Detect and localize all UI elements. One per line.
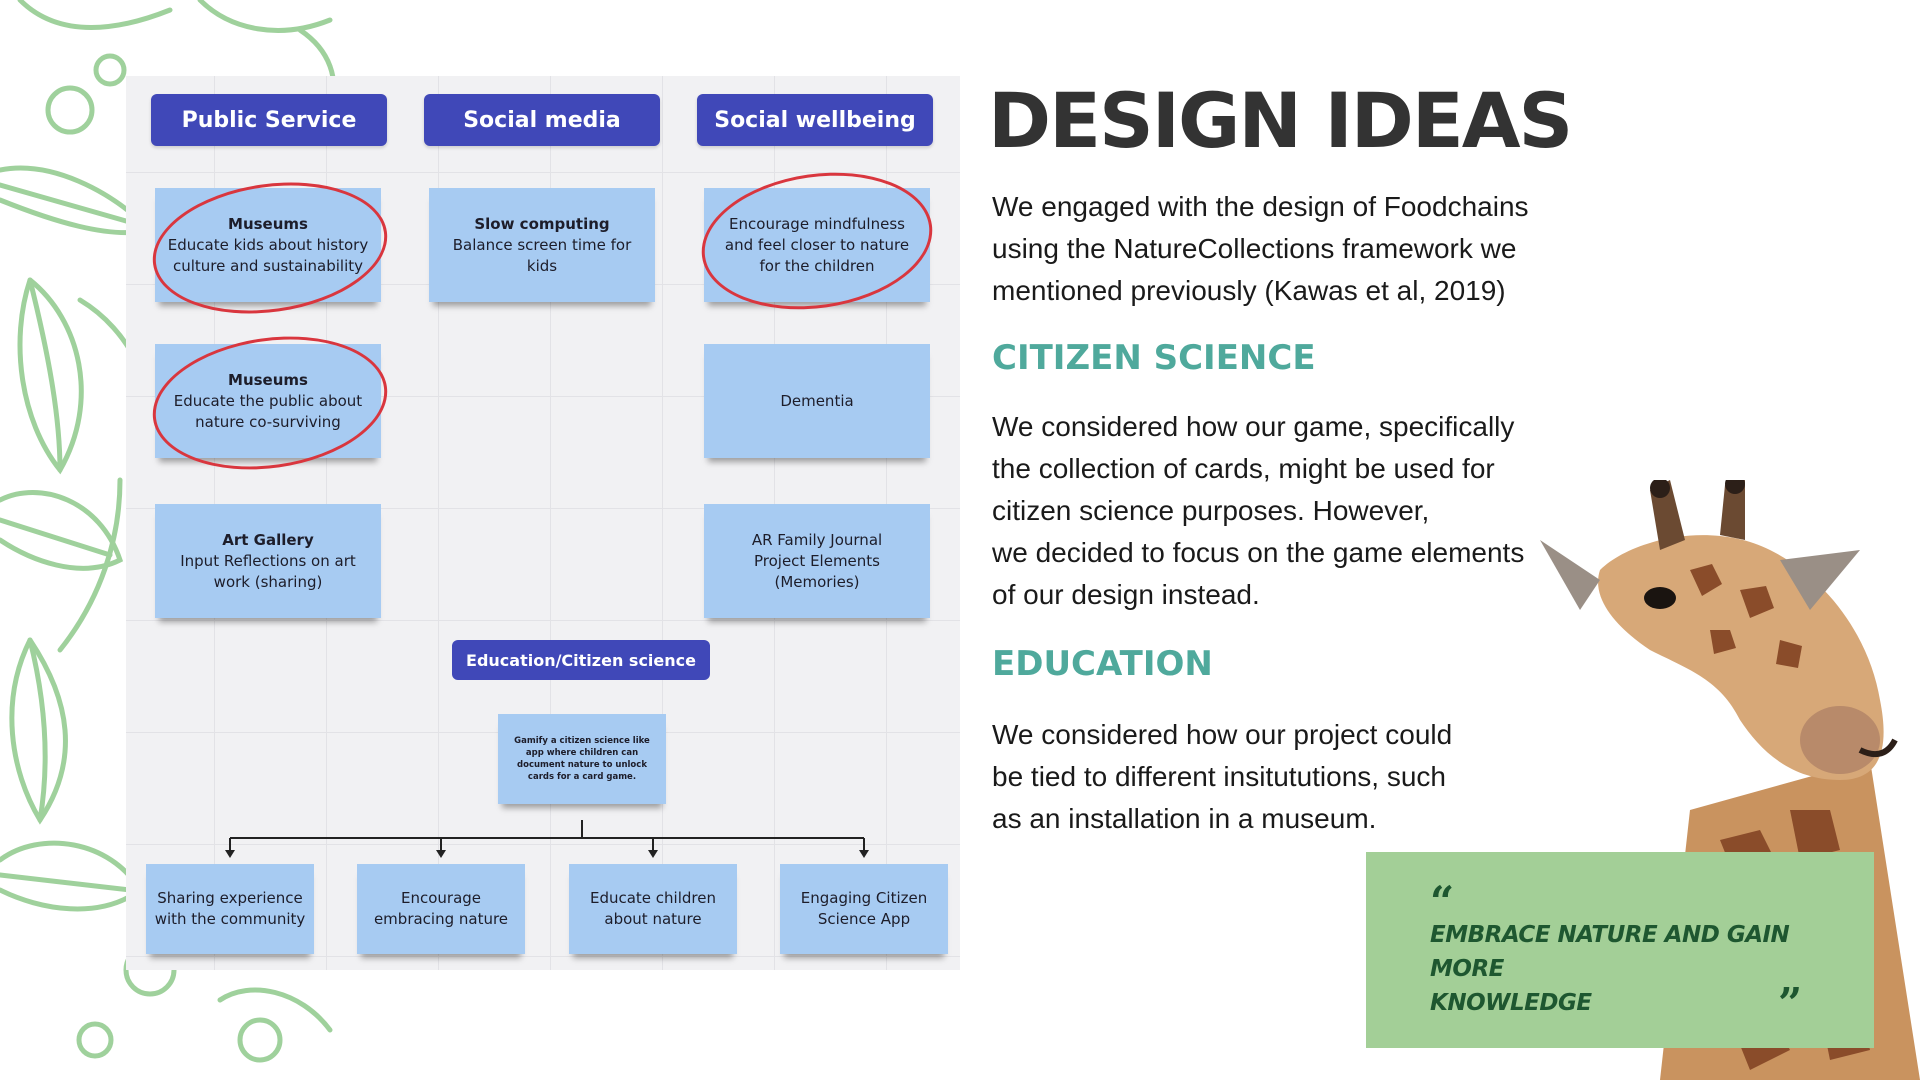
note-line: Balance screen time for <box>452 235 632 254</box>
quote-text: EMBRACE NATURE AND GAIN MORE KNOWLEDGE <box>1430 918 1830 1020</box>
note-gamify-app: Gamify a citizen science like app where … <box>498 714 666 804</box>
note-line: Project Elements <box>753 551 880 570</box>
leaf-note-encourage: Encourage embracing nature <box>357 864 525 954</box>
note-title: Art Gallery <box>222 530 314 549</box>
note-ar-family-journal: AR Family Journal Project Elements (Memo… <box>704 504 930 618</box>
note-line: about nature <box>604 910 702 928</box>
leaf-note-sharing: Sharing experience with the community <box>146 864 314 954</box>
note-title: Museums <box>228 370 308 389</box>
text-line: be tied to different insitututions, such <box>992 761 1446 792</box>
note-line: Engaging Citizen <box>800 889 928 907</box>
leaf-note-citizen-app: Engaging Citizen Science App <box>780 864 948 954</box>
note-line: for the children <box>759 256 875 275</box>
note-line: nature co-surviving <box>195 412 341 431</box>
text-line: We considered how our game, specifically <box>992 411 1515 442</box>
column-header-social-media: Social media <box>424 94 660 146</box>
note-line: Dementia <box>780 391 854 410</box>
note-line: embracing nature <box>373 910 509 928</box>
text-line: the collection of cards, might be used f… <box>992 453 1495 484</box>
note-line: AR Family Journal <box>751 530 883 549</box>
note-line: Encourage mindfulness <box>729 214 905 233</box>
text-line: mentioned previously (Kawas et al, 2019) <box>992 275 1506 306</box>
note-line: (Memories) <box>774 572 860 591</box>
text-line: as an installation in a museum. <box>992 803 1377 834</box>
education-heading: EDUCATION <box>992 644 1213 684</box>
text-line: we decided to focus on the game elements <box>992 537 1525 568</box>
intro-paragraph: We engaged with the design of Foodchains… <box>992 186 1552 312</box>
note-mindfulness: Encourage mindfulness and feel closer to… <box>704 188 930 302</box>
quote-box: “ EMBRACE NATURE AND GAIN MORE KNOWLEDGE… <box>1366 852 1874 1048</box>
page-title: DESIGN IDEAS <box>988 76 1573 165</box>
design-board: Public Service Social media Social wellb… <box>126 76 960 970</box>
text-line: We engaged with the design of Foodchains <box>992 191 1529 222</box>
note-title: Museums <box>228 214 308 233</box>
note-art-gallery: Art Gallery Input Reflections on art wor… <box>155 504 381 618</box>
column-header-public-service: Public Service <box>151 94 387 146</box>
note-museums-kids: Museums Educate kids about history cultu… <box>155 188 381 302</box>
quote-line: EMBRACE NATURE AND GAIN MORE <box>1430 922 1790 982</box>
education-paragraph: We considered how our project could be t… <box>992 714 1552 840</box>
note-line: Sharing experience <box>157 889 303 907</box>
text-line: We considered how our project could <box>992 719 1453 750</box>
citizen-science-paragraph: We considered how our game, specifically… <box>992 406 1552 616</box>
note-line: and feel closer to nature <box>724 235 910 254</box>
section-heading-education: Education/Citizen science <box>452 640 710 680</box>
quote-line: KNOWLEDGE <box>1430 990 1592 1016</box>
note-title: Slow computing <box>474 214 610 233</box>
note-line: Encourage <box>400 889 482 907</box>
note-line: with the community <box>154 910 306 928</box>
note-line: work (sharing) <box>213 572 323 591</box>
close-quote-icon: ” <box>1778 979 1803 1028</box>
column-header-social-wellbeing: Social wellbeing <box>697 94 933 146</box>
citizen-science-heading: CITIZEN SCIENCE <box>992 338 1316 378</box>
note-slow-computing: Slow computing Balance screen time for k… <box>429 188 655 302</box>
text-line: citizen science purposes. However, <box>992 495 1430 526</box>
note-dementia: Dementia <box>704 344 930 458</box>
open-quote-icon: “ <box>1430 877 1455 926</box>
note-line: Educate kids about history <box>167 235 369 254</box>
text-line: of our design instead. <box>992 579 1260 610</box>
note-line: Science App <box>817 910 911 928</box>
note-line: Educate the public about <box>173 391 363 410</box>
note-line: Educate children <box>589 889 716 907</box>
leaf-note-educate: Educate children about nature <box>569 864 737 954</box>
note-line: kids <box>526 256 558 275</box>
note-museums-public: Museums Educate the public about nature … <box>155 344 381 458</box>
note-line: Input Reflections on art <box>180 551 356 570</box>
note-line: culture and sustainability <box>173 256 363 275</box>
text-line: using the NatureCollections framework we <box>992 233 1517 264</box>
